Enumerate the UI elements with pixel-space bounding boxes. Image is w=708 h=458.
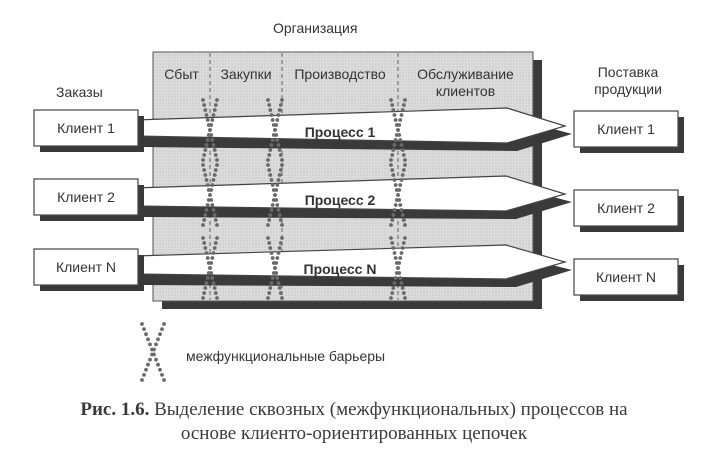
- orders-title: Заказы: [56, 84, 103, 100]
- delivery-title-line2: продукции: [594, 81, 662, 97]
- delivery-title-line1: Поставка: [597, 64, 659, 80]
- dept-customer-service: Обслуживание клиентов: [398, 66, 533, 100]
- barrier-icon-1-1: [266, 163, 284, 227]
- caption-figure-number: Рис. 1.6.: [80, 399, 150, 420]
- barrier-icon-0-2: [201, 236, 219, 300]
- barrier-icon-1-0: [266, 98, 284, 162]
- dept-production: Производство: [294, 66, 386, 82]
- organization-title: Организация: [273, 20, 358, 36]
- dept-customer-service-line2: клиентов: [435, 83, 496, 99]
- process-2-label: Процесс 2: [304, 192, 376, 208]
- barrier-legend-x-icon: [140, 322, 166, 382]
- process-arrow-1: [133, 107, 572, 151]
- figure-caption: Рис. 1.6. Выделение сквозных (межфункцио…: [0, 398, 708, 446]
- barrier-icon-2-0: [389, 98, 407, 162]
- client-out-2-box: [573, 189, 684, 232]
- dept-customer-service-line1: Обслуживание: [417, 66, 514, 82]
- client-in-n-label: Клиент N: [55, 259, 117, 275]
- delivery-title: Поставка продукции: [578, 64, 678, 98]
- process-1-label: Процесс 1: [304, 124, 376, 140]
- dept-purchasing: Закупки: [220, 66, 272, 82]
- barriers-group: [201, 98, 407, 300]
- barrier-legend-icon: [140, 322, 166, 382]
- barrier-icon-2-1: [389, 163, 407, 227]
- client-out-1-box: [573, 110, 684, 153]
- client-in-n-box: [33, 248, 144, 291]
- barrier-legend-label: межфункциональные барьеры: [186, 348, 386, 364]
- caption-text-2: основе клиенто-ориентированных цепочек: [180, 423, 528, 444]
- process-n-label: Процесс N: [303, 261, 377, 277]
- barrier-icon-1-2: [266, 236, 284, 300]
- caption-line-1: Рис. 1.6. Выделение сквозных (межфункцио…: [0, 398, 708, 422]
- caption-text-1: Выделение сквозных (межфункциональных) п…: [154, 399, 628, 420]
- client-out-n-box: [573, 258, 684, 301]
- client-out-n-label: Клиент N: [595, 269, 657, 285]
- barrier-icon-0-0: [201, 98, 219, 162]
- client-in-2-label: Клиент 2: [57, 189, 115, 205]
- client-out-1-label: Клиент 1: [597, 121, 655, 137]
- process-arrow-2: [133, 175, 572, 219]
- barrier-icon-0-1: [201, 163, 219, 227]
- client-in-1-label: Клиент 1: [57, 120, 115, 136]
- barrier-icon-2-2: [389, 236, 407, 300]
- client-in-2-box: [33, 178, 144, 221]
- dept-sales: Сбыт: [164, 66, 199, 82]
- client-in-1-box: [33, 109, 144, 152]
- client-out-2-label: Клиент 2: [597, 200, 655, 216]
